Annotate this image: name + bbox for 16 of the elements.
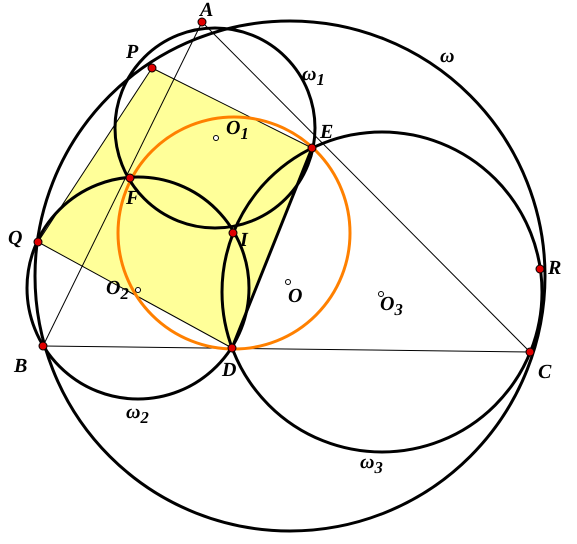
point-label: E [320, 122, 334, 142]
center-label: O$_{1}$ [226, 118, 249, 144]
circle-label: ω$_{2}$ [126, 402, 149, 428]
point-label: P [126, 42, 138, 62]
point-label: D [222, 360, 236, 380]
center-label: O$_{3}$ [380, 294, 403, 320]
point-label: R [548, 258, 562, 278]
circle-label: ω$_{1}$ [302, 64, 325, 90]
circle-label: ω$_{3}$ [360, 452, 383, 478]
circle-label: ω [440, 46, 454, 66]
point-label: I [240, 230, 248, 250]
point-label: A [200, 0, 214, 20]
point-label: B [14, 356, 28, 376]
center-label: O [288, 286, 302, 306]
point-label: C [538, 362, 552, 382]
point-label: Q [8, 228, 22, 248]
